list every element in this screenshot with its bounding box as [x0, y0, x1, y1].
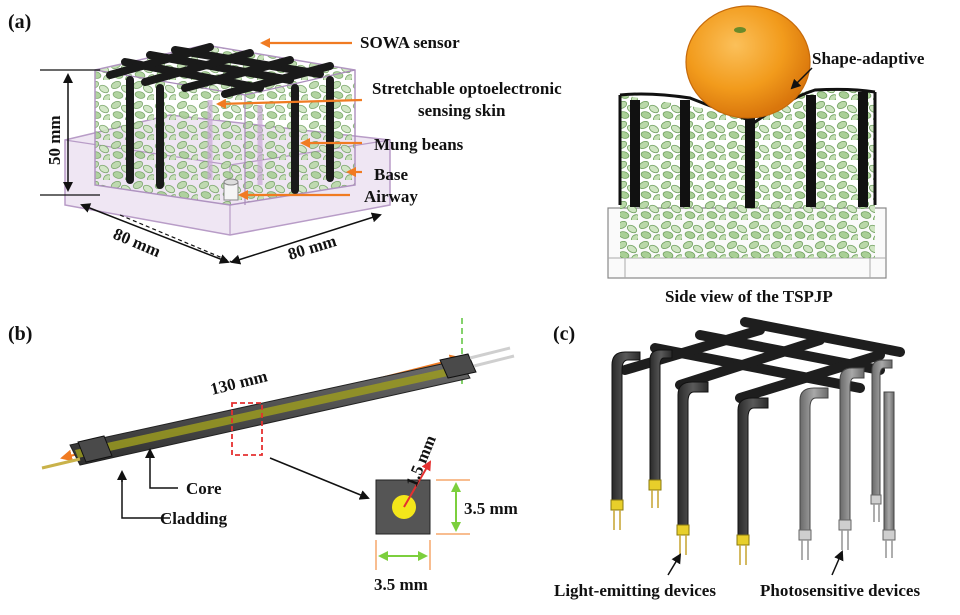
height-label: 50 mm: [45, 115, 64, 165]
photosensitive-label: Photosensitive devices: [760, 581, 920, 600]
sowa-sensor-label: SOWA sensor: [360, 33, 460, 52]
skin-label-line2: sensing skin: [418, 101, 506, 120]
core-diameter-label: 1.5 mm: [402, 432, 440, 489]
core-label: Core: [186, 479, 222, 498]
cladding-label: Cladding: [160, 509, 228, 528]
skin-label-line1: Stretchable optoelectronic: [372, 79, 562, 98]
shape-adaptive-arrow: [790, 67, 813, 90]
airway-label: Airway: [364, 187, 418, 206]
shape-adaptive-label: Shape-adaptive: [812, 49, 925, 68]
panel-b-label: (b): [8, 323, 32, 345]
length-label: 130 mm: [208, 366, 269, 398]
orange-fruit: [685, 5, 811, 119]
cross-section-arrow: [269, 457, 370, 500]
light-emitting-label: Light-emitting devices: [554, 581, 716, 600]
cross-section-marker: [231, 402, 263, 456]
side-height-label: 3.5 mm: [464, 499, 518, 518]
base-label: Base: [374, 165, 408, 184]
optical-fiber: [41, 346, 515, 470]
side-width-label: 3.5 mm: [374, 575, 428, 594]
emitting-arrow: [667, 553, 682, 576]
sensor-array-3d: [610, 317, 905, 565]
side-view-illustration: [607, 5, 887, 279]
callout-arrows-a: [216, 38, 363, 200]
panel-c-label: (c): [553, 323, 575, 345]
core-leader: [117, 448, 178, 519]
photosensitive-arrow: [831, 550, 844, 576]
cross-section: [375, 460, 470, 570]
panel-a-label: (a): [8, 11, 31, 33]
width-dimension: [80, 203, 382, 265]
mung-beans-label: Mung beans: [374, 135, 464, 154]
gripper-3d-model: [64, 43, 391, 236]
side-view-caption: Side view of the TSPJP: [665, 287, 833, 306]
height-dimension: [40, 69, 100, 196]
